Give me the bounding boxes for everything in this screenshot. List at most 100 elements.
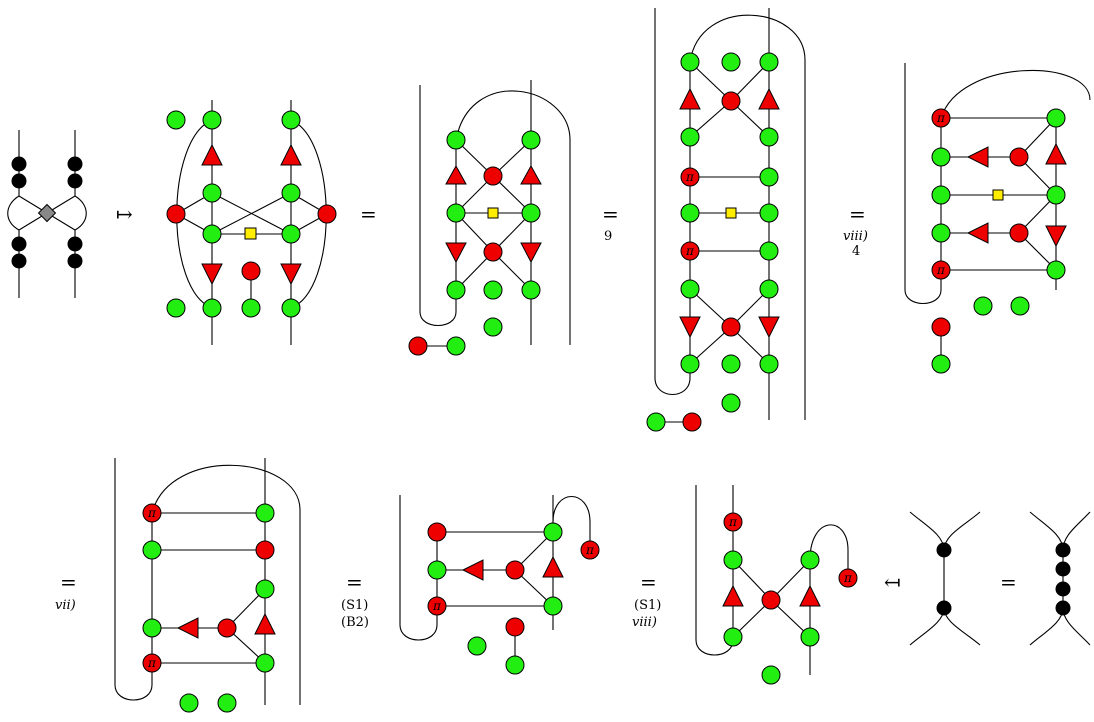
yellow-box-node xyxy=(487,207,499,219)
red-triangle-node xyxy=(201,263,223,286)
diagram-5: π π xyxy=(904,63,1091,374)
red-triangle-node xyxy=(966,146,989,168)
rule-label-9: 9 xyxy=(604,229,612,244)
red-spider-node xyxy=(580,540,600,560)
black-node xyxy=(11,156,27,172)
green-spider-node xyxy=(255,653,275,673)
red-spider-node xyxy=(931,108,951,128)
pi-label: π xyxy=(432,599,442,613)
green-spider-node xyxy=(217,693,237,713)
gray-diamond-node xyxy=(37,203,57,223)
red-triangle-node xyxy=(799,584,821,607)
rule-label-4: 4 xyxy=(852,244,860,259)
green-spider-node xyxy=(680,279,700,299)
green-spider-node xyxy=(1046,108,1066,128)
green-spider-node xyxy=(973,296,993,316)
green-spider-node xyxy=(521,280,541,300)
red-triangle-node xyxy=(201,143,223,166)
pi-label: π xyxy=(843,571,853,585)
wire xyxy=(689,14,806,63)
green-spider-node xyxy=(446,280,466,300)
red-spider-node xyxy=(217,618,237,638)
green-spider-node xyxy=(202,110,222,130)
green-spider-node xyxy=(723,550,743,570)
black-node xyxy=(11,236,27,252)
green-spider-node xyxy=(202,298,222,318)
red-triangle-node xyxy=(679,316,701,339)
diagram-9 xyxy=(909,511,981,646)
green-spider-node xyxy=(721,393,741,413)
wire xyxy=(552,496,591,550)
wire xyxy=(654,377,691,395)
red-spider-node xyxy=(427,596,447,616)
diagram-input-crossing xyxy=(7,130,87,298)
red-triangle-node xyxy=(966,222,989,244)
black-node xyxy=(1055,600,1071,616)
green-spider-node xyxy=(759,279,779,299)
green-spider-node xyxy=(931,147,951,167)
green-spider-node xyxy=(680,203,700,223)
green-spider-node xyxy=(759,127,779,147)
red-spider-node xyxy=(505,617,525,637)
black-node xyxy=(936,542,952,558)
red-triangle-node xyxy=(176,617,199,639)
green-spider-node xyxy=(142,618,162,638)
pi-label: π xyxy=(147,656,157,670)
black-node xyxy=(1055,581,1071,597)
green-spider-node xyxy=(646,412,666,432)
green-spider-node xyxy=(721,354,741,374)
mapsfrom-symbol: ↤ xyxy=(884,570,901,594)
pi-label: π xyxy=(728,515,738,529)
green-spider-node xyxy=(281,183,301,203)
diagram-10 xyxy=(1029,511,1091,646)
yellow-box-node xyxy=(992,189,1004,201)
red-spider-node xyxy=(838,568,858,588)
red-spider-node xyxy=(142,503,162,523)
green-spider-node xyxy=(166,298,186,318)
green-spider-node xyxy=(281,110,301,130)
pi-label: π xyxy=(685,244,695,258)
rule-label-b2: (B2) xyxy=(341,615,369,630)
red-triangle-node xyxy=(679,87,701,110)
diagram-3 xyxy=(408,80,571,356)
red-spider-node xyxy=(1009,147,1029,167)
green-spider-node xyxy=(166,110,186,130)
green-spider-node xyxy=(759,241,779,261)
diagram-4: π π xyxy=(646,8,806,432)
red-triangle-node xyxy=(520,164,542,185)
rule-label-viii: viii) xyxy=(843,229,868,244)
green-spider-node xyxy=(281,298,301,318)
green-spider-node xyxy=(483,280,503,300)
green-spider-node xyxy=(931,354,951,374)
red-triangle-node xyxy=(461,559,484,581)
red-spider-node xyxy=(483,166,503,186)
green-spider-node xyxy=(543,596,563,616)
rule-label-s1-a: (S1) xyxy=(341,598,368,613)
red-spider-node xyxy=(680,167,700,187)
wire xyxy=(943,511,981,551)
green-spider-node xyxy=(1010,296,1030,316)
green-spider-node xyxy=(255,579,275,599)
red-spider-node xyxy=(721,317,741,337)
green-spider-node xyxy=(1046,260,1066,280)
wire xyxy=(151,464,301,514)
green-spider-node xyxy=(759,167,779,187)
red-spider-node xyxy=(761,590,781,610)
diagram-2 xyxy=(166,100,337,345)
red-spider-node xyxy=(723,512,743,532)
green-spider-node xyxy=(179,693,199,713)
wire xyxy=(940,69,1091,119)
red-triangle-node xyxy=(445,164,467,185)
equals-symbol-2: = xyxy=(602,202,619,226)
wire xyxy=(455,90,571,141)
red-spider-node xyxy=(142,653,162,673)
rule-label-vii: vii) xyxy=(55,598,76,613)
wire xyxy=(909,607,945,646)
green-spider-node xyxy=(446,203,466,223)
pi-label: π xyxy=(585,543,595,557)
green-spider-node xyxy=(723,627,743,647)
black-node xyxy=(1055,542,1071,558)
red-triangle-node xyxy=(722,584,744,607)
black-node xyxy=(67,156,83,172)
green-spider-node xyxy=(680,52,700,72)
